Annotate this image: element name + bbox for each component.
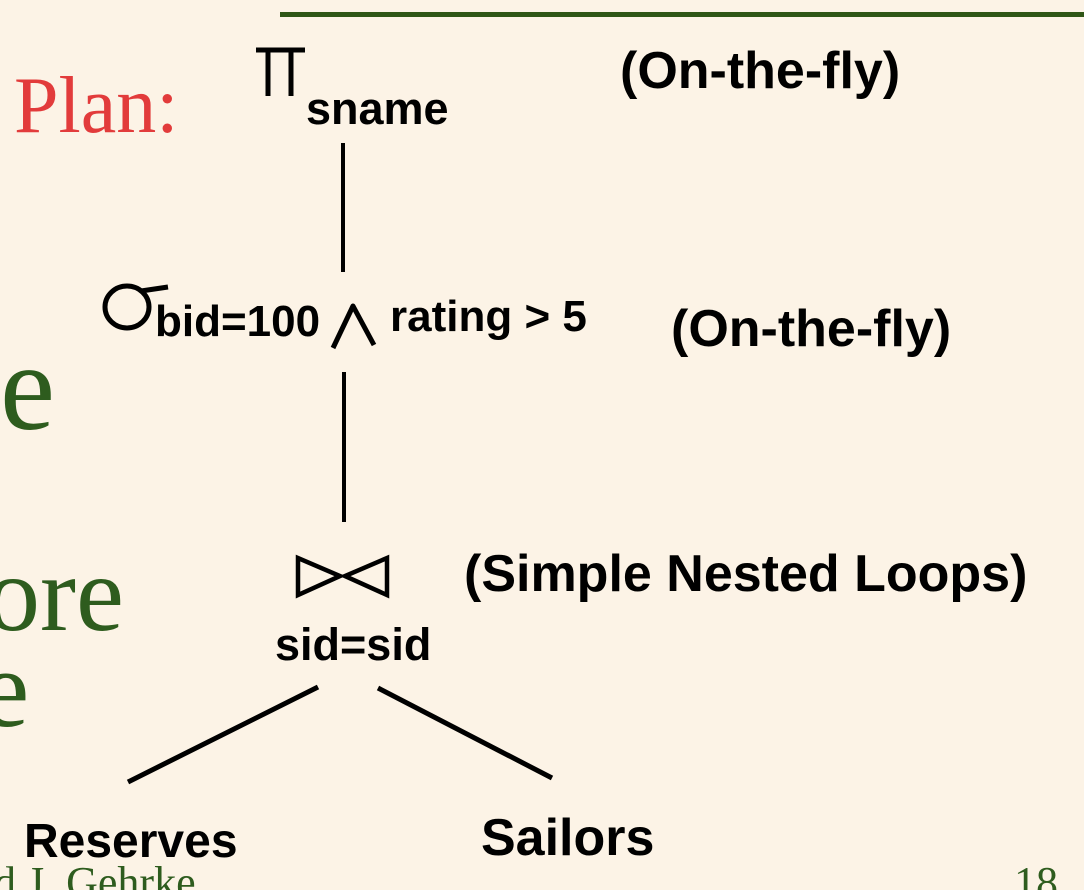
clipped-text-fragment-3: e (0, 628, 30, 751)
citation-fragment: d J. Gehrke (0, 858, 196, 890)
tree-edge-join-reserves (126, 684, 320, 785)
page-number: 18 (1014, 858, 1058, 890)
projection-subscript: sname (306, 83, 449, 134)
join-condition: sid=sid (275, 619, 432, 670)
slide-top-rule (280, 12, 1084, 17)
leaf-relation-reserves: Reserves (24, 815, 238, 868)
and-wedge-icon (330, 303, 377, 350)
clipped-text-fragment-1: e (0, 319, 56, 456)
clipped-text-fragment-2: ore (0, 535, 124, 654)
plan-heading: Plan: (14, 62, 179, 150)
selection-symbol-icon (102, 283, 169, 331)
annotation-selection-on-the-fly: (On-the-fly) (671, 300, 952, 358)
leaf-relation-sailors: Sailors (481, 809, 655, 867)
annotation-projection-on-the-fly: (On-the-fly) (620, 42, 901, 100)
tree-edge-join-sailors (376, 685, 554, 781)
projection-symbol-icon (256, 47, 305, 96)
annotation-join-method: (Simple Nested Loops) (464, 545, 1028, 603)
selection-condition-right: rating > 5 (390, 292, 587, 341)
join-bowtie-icon (295, 554, 390, 599)
selection-condition-left: bid=100 (155, 297, 321, 346)
